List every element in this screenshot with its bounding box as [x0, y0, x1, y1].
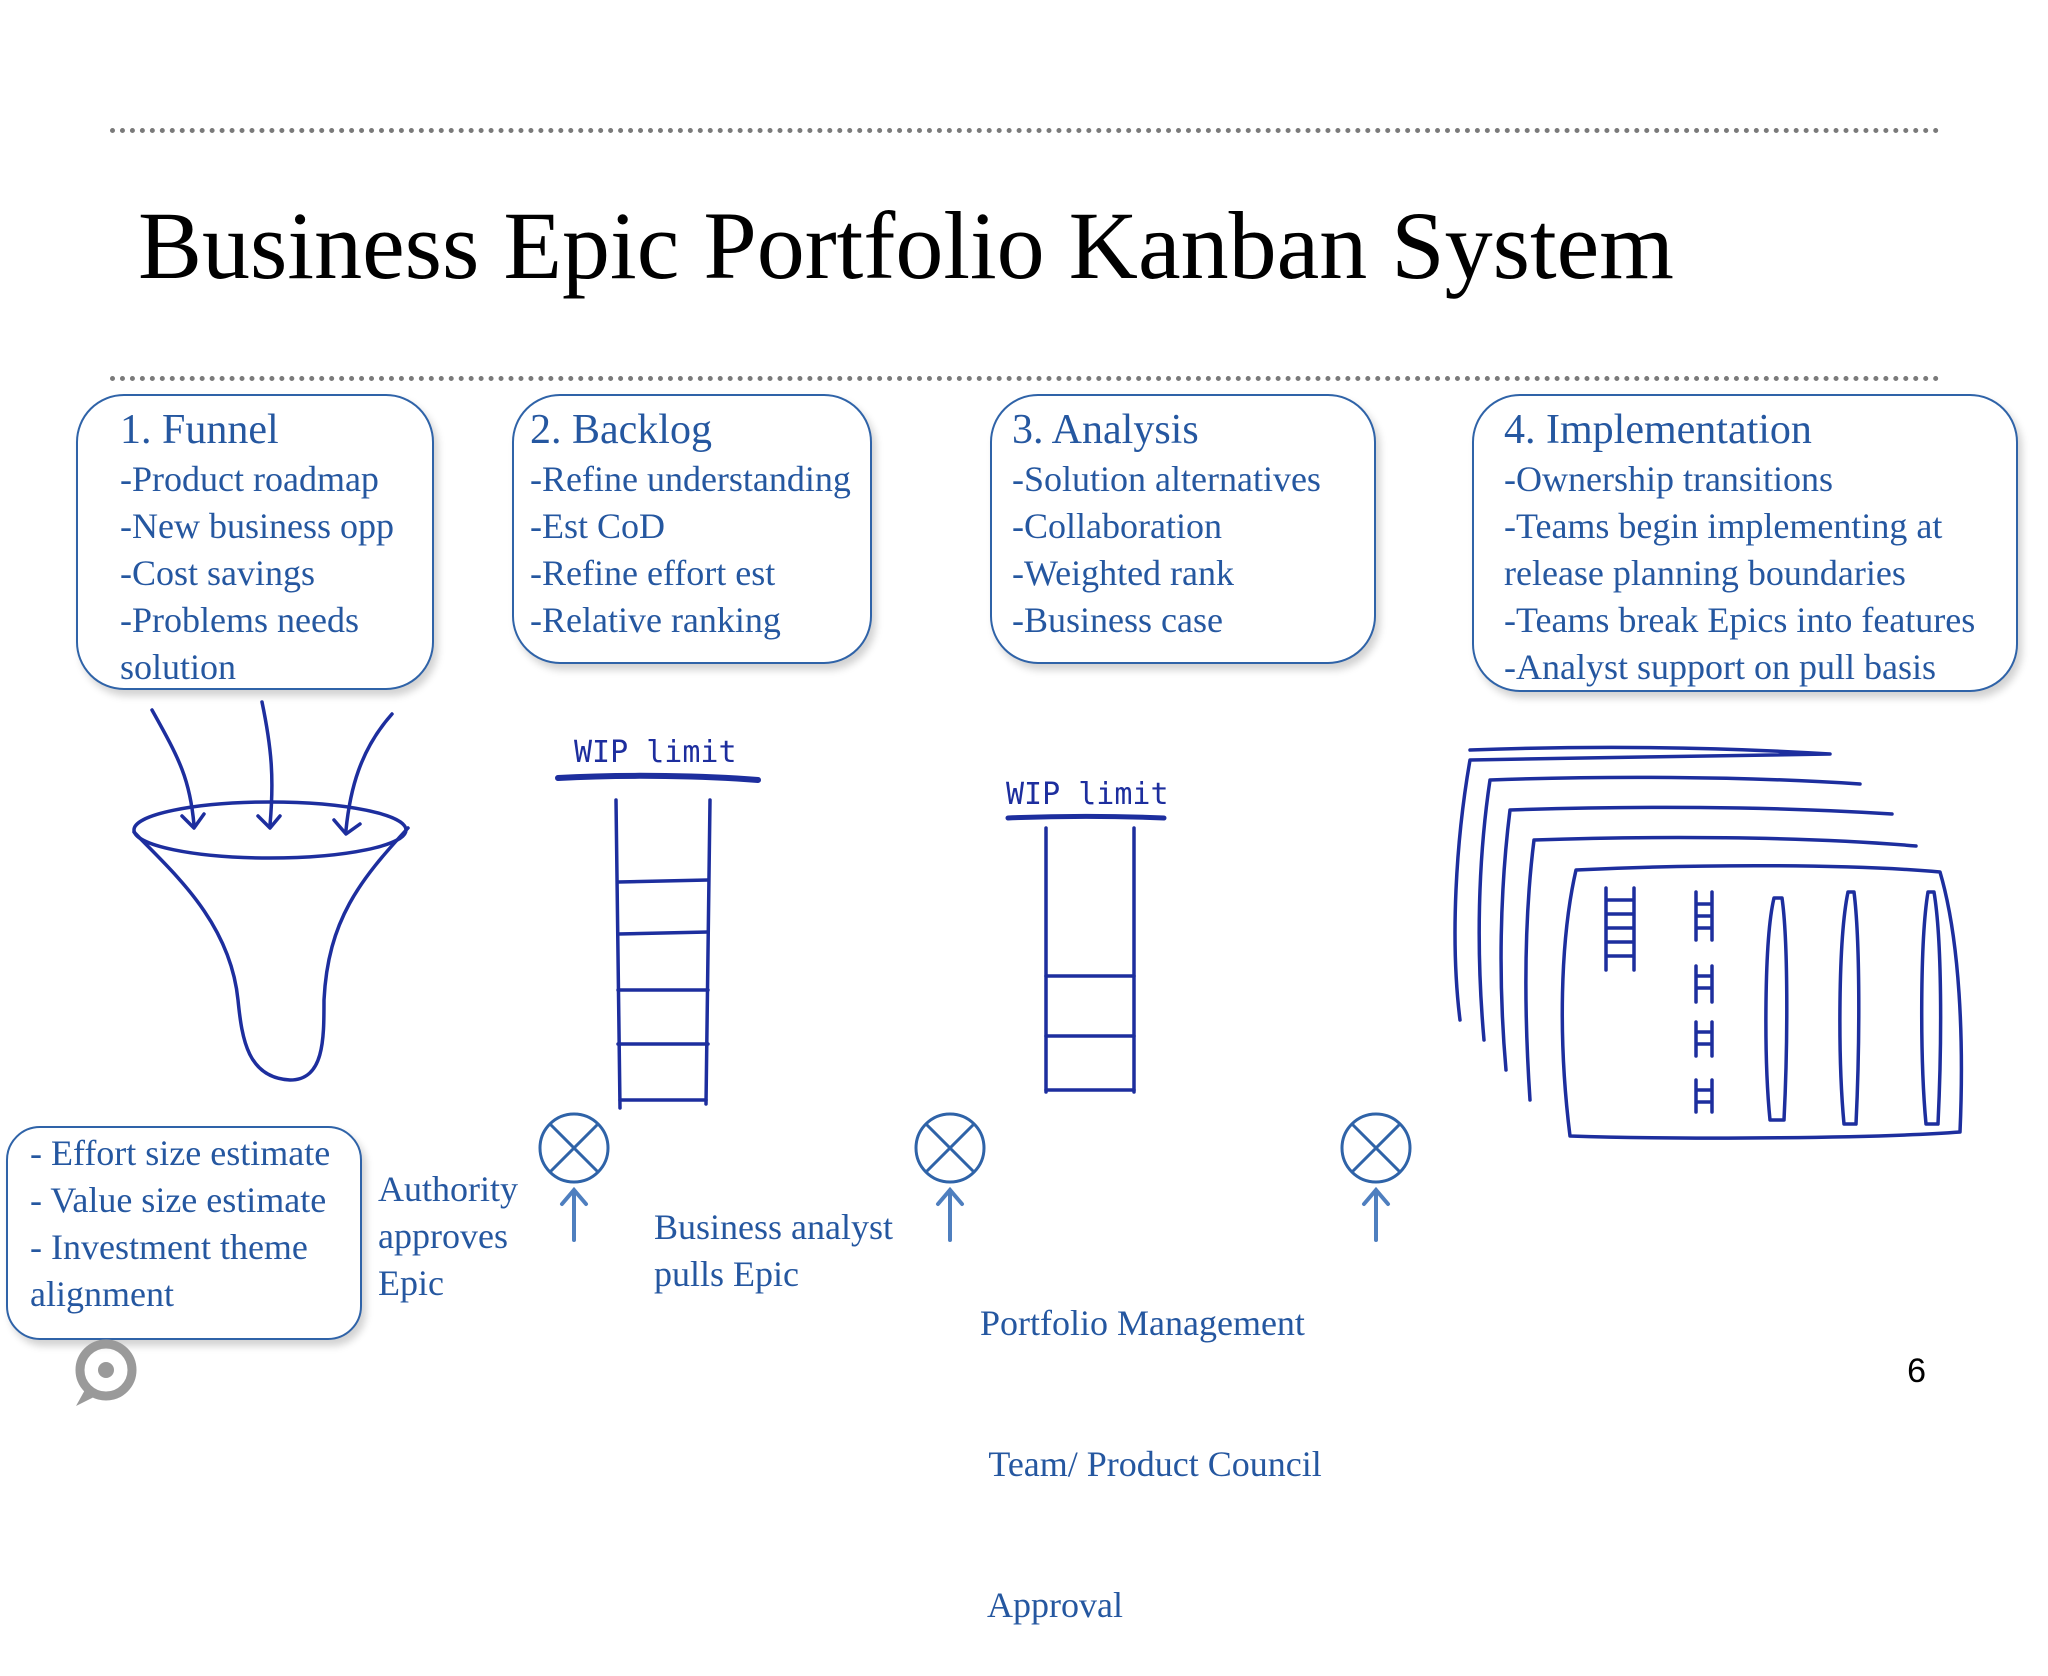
top-divider — [110, 128, 1940, 133]
transition-text: pulls Epic — [654, 1254, 799, 1294]
estimate-item: - Effort size estimate — [30, 1133, 331, 1173]
estimate-item: alignment — [30, 1274, 174, 1314]
stage-funnel-box: 1. Funnel -Product roadmap -New business… — [76, 394, 434, 690]
stage-analysis-box: 3. Analysis -Solution alternatives -Coll… — [990, 394, 1376, 664]
estimate-item: - Investment theme — [30, 1227, 308, 1267]
backlog-wip-label: WIP limit — [574, 735, 737, 770]
transition-text: approves — [378, 1216, 508, 1256]
title-divider — [110, 376, 1940, 381]
stage-item: -Est CoD — [530, 506, 665, 546]
transition-text: Portfolio Management — [980, 1303, 1305, 1343]
funnel-sketch — [132, 700, 410, 1082]
stage-item: -New business opp — [120, 506, 394, 546]
transition-text: Authority — [378, 1169, 518, 1209]
stage-item: -Refine understanding — [530, 459, 851, 499]
transition-text: Business analyst — [654, 1207, 893, 1247]
slide-title: Business Epic Portfolio Kanban System — [138, 192, 1674, 299]
transition-authority-label: Authority approves Epic — [378, 1166, 518, 1307]
transition-text: Team/ Product Council — [980, 1444, 1322, 1484]
stage-item: -Weighted rank — [1012, 553, 1235, 593]
gate-analyst-icon — [914, 1112, 986, 1242]
stage-item: solution — [120, 647, 237, 687]
implementation-boards-sketch — [1453, 745, 1964, 1140]
estimate-item: - Value size estimate — [30, 1180, 327, 1220]
stage-heading: 3. Analysis — [1012, 407, 1199, 453]
backlog-wip-sketch: WIP limit — [555, 735, 761, 1110]
analysis-wip-sketch: WIP limit — [1005, 777, 1169, 1094]
stage-item: -Ownership transitions — [1504, 459, 1833, 499]
stage-item: -Teams break Epics into features — [1504, 600, 1976, 640]
transition-council-label: Portfolio Management Team/ Product Counc… — [980, 1206, 1322, 1676]
stage-heading: 1. Funnel — [120, 407, 279, 453]
stage-item: -Collaboration — [1012, 506, 1222, 546]
stage-item: -Business case — [1012, 600, 1223, 640]
viewer-logo-icon — [75, 1339, 137, 1406]
estimate-box: - Effort size estimate - Value size esti… — [6, 1126, 362, 1340]
stage-item: -Problems needs — [120, 600, 359, 640]
gate-council-icon — [1340, 1112, 1412, 1242]
stage-implementation-box: 4. Implementation -Ownership transitions… — [1472, 394, 2018, 692]
stage-item: -Refine effort est — [530, 553, 776, 593]
transition-analyst-label: Business analyst pulls Epic — [654, 1204, 893, 1298]
gate-authority-icon — [538, 1112, 610, 1242]
stage-heading: 2. Backlog — [530, 407, 712, 453]
transition-text: Approval — [980, 1585, 1123, 1625]
stage-item: -Teams begin implementing at — [1504, 506, 1943, 546]
stage-backlog-box: 2. Backlog -Refine understanding -Est Co… — [512, 394, 872, 664]
stage-item: -Solution alternatives — [1012, 459, 1321, 499]
stage-item: -Analyst support on pull basis — [1504, 647, 1936, 687]
stage-item: release planning boundaries — [1504, 553, 1906, 593]
stage-item: -Relative ranking — [530, 600, 781, 640]
page-number: 6 — [1907, 1352, 1926, 1390]
transition-text: Epic — [378, 1263, 444, 1303]
stage-item: -Product roadmap — [120, 459, 379, 499]
stage-heading: 4. Implementation — [1504, 407, 1812, 453]
analysis-wip-label: WIP limit — [1006, 777, 1169, 812]
stage-item: -Cost savings — [120, 553, 316, 593]
